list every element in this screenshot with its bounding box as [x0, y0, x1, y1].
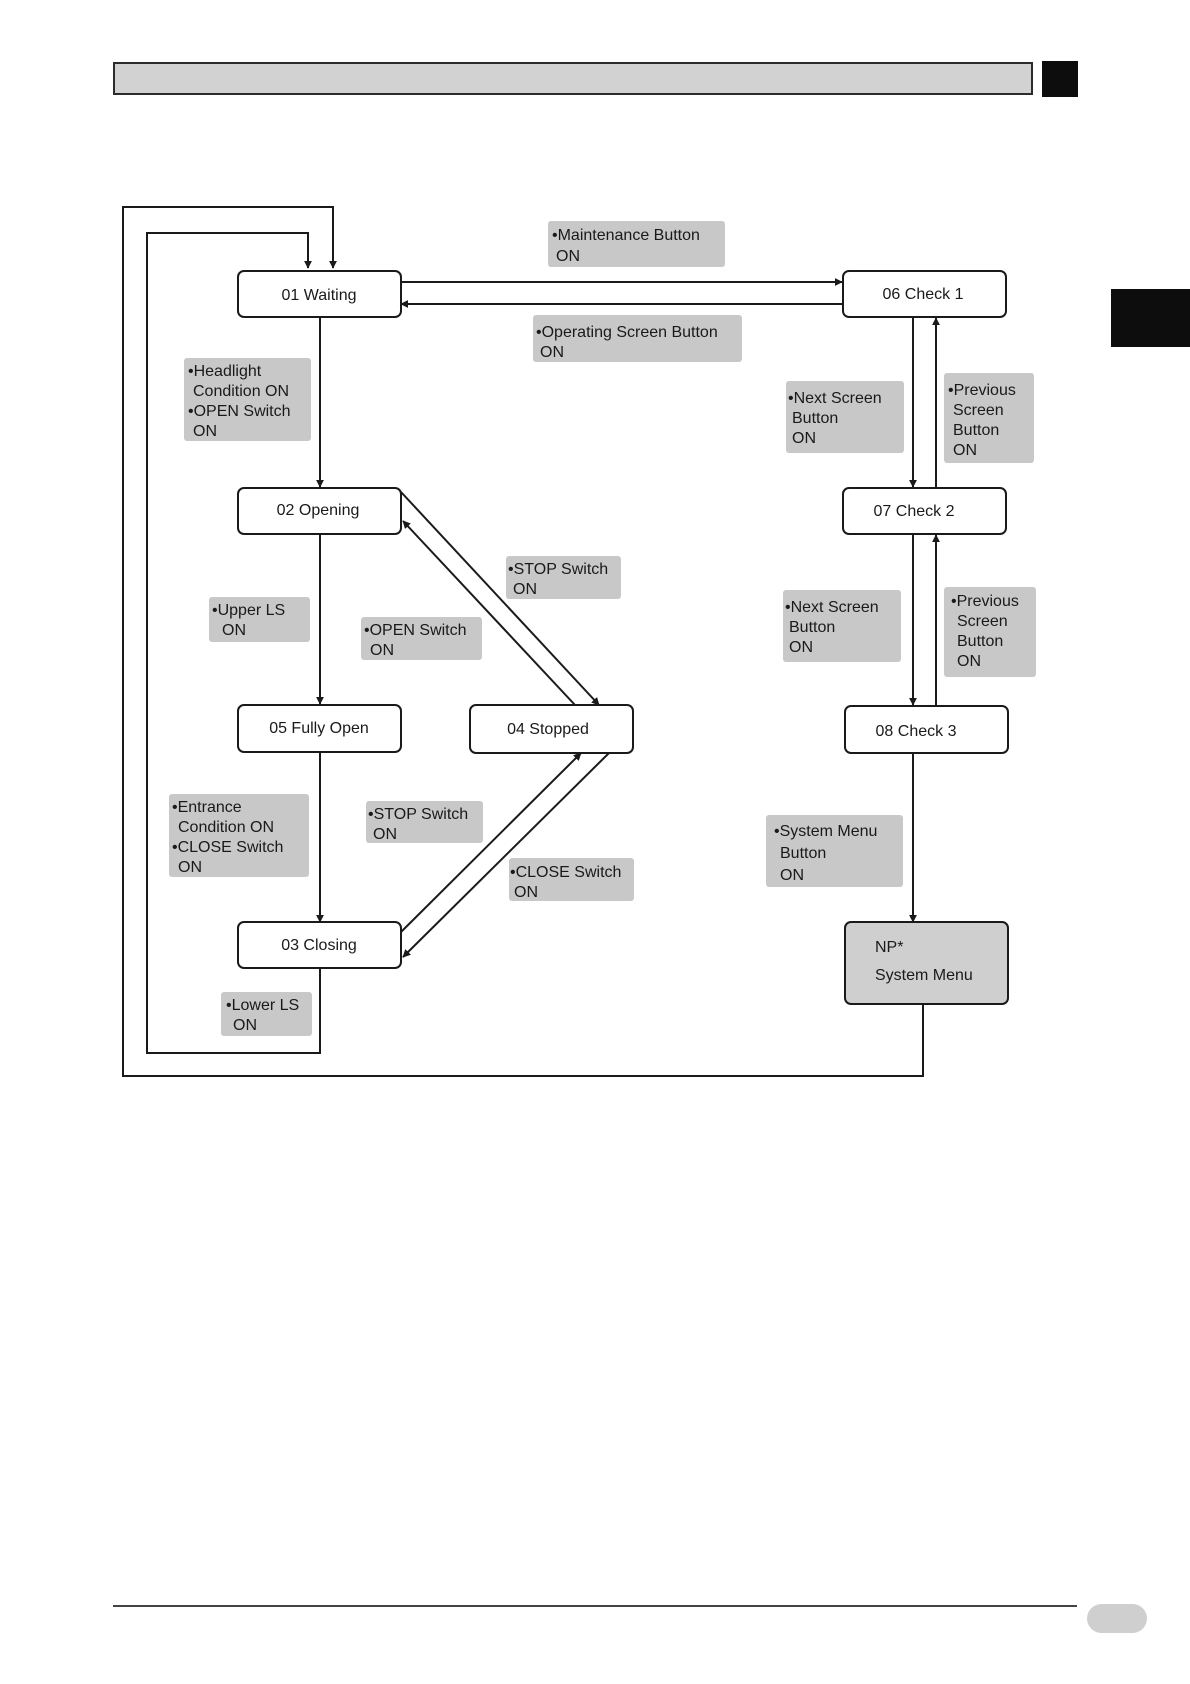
svg-text:01 Waiting: 01 Waiting	[282, 287, 357, 304]
svg-text:06 Check 1: 06 Check 1	[883, 286, 964, 303]
condition-lower-ls: •Lower LS ON	[221, 992, 312, 1036]
arrow-opening-to-stopped	[400, 491, 600, 706]
svg-text:07 Check 2: 07 Check 2	[874, 503, 955, 520]
chapter-side-tab	[1111, 289, 1190, 347]
condition-system-menu-button: •System Menu Button ON	[766, 815, 903, 887]
svg-text:•Upper LS: •Upper LS	[212, 602, 285, 619]
svg-text:•OPEN Switch: •OPEN Switch	[188, 403, 291, 420]
svg-text:•CLOSE Switch: •CLOSE Switch	[510, 864, 621, 881]
arrow-closing-to-waiting	[146, 232, 321, 1054]
svg-text:ON: ON	[514, 884, 538, 901]
svg-text:ON: ON	[540, 344, 564, 361]
svg-text:08 Check 3: 08 Check 3	[876, 723, 957, 740]
svg-text:•System Menu: •System Menu	[774, 823, 877, 840]
svg-text:Button: Button	[953, 422, 999, 439]
condition-previous-screen-1: •Previous Screen Button ON	[944, 373, 1034, 463]
header-bar	[113, 62, 1033, 95]
state-check3: 08 Check 3	[844, 705, 1009, 754]
svg-text:04 Stopped: 04 Stopped	[507, 721, 589, 738]
arrow-systemmenu-to-waiting	[122, 206, 924, 1077]
svg-text:•Previous: •Previous	[951, 593, 1019, 610]
svg-text:NP*: NP*	[875, 939, 903, 956]
condition-operating-screen-button: •Operating Screen Button ON	[533, 315, 742, 362]
svg-text:ON: ON	[233, 1017, 257, 1034]
condition-entrance-close: •Entrance Condition ON •CLOSE Switch ON	[169, 794, 309, 877]
svg-text:Screen: Screen	[957, 613, 1008, 630]
svg-text:ON: ON	[789, 639, 813, 656]
page-number-pill	[1087, 1604, 1147, 1633]
svg-text:Button: Button	[792, 410, 838, 427]
condition-previous-screen-2: •Previous Screen Button ON	[944, 587, 1036, 677]
condition-stop-switch-lower: •STOP Switch ON	[366, 801, 483, 843]
transition-lines	[122, 206, 940, 1077]
condition-upper-ls: •Upper LS ON	[209, 597, 310, 642]
arrow-closing-to-stopped	[400, 752, 582, 933]
arrow-stopped-to-opening	[402, 520, 576, 706]
svg-text:ON: ON	[556, 248, 580, 265]
state-waiting: 01 Waiting	[237, 270, 402, 318]
svg-text:Screen: Screen	[953, 402, 1004, 419]
arrow-stopped-to-closing	[402, 752, 610, 958]
svg-text:ON: ON	[178, 859, 202, 876]
svg-text:ON: ON	[513, 581, 537, 598]
svg-text:05 Fully Open: 05 Fully Open	[269, 720, 369, 737]
svg-text:Button: Button	[957, 633, 1003, 650]
state-check1: 06 Check 1	[842, 270, 1007, 318]
svg-text:•Next Screen: •Next Screen	[785, 599, 879, 616]
svg-text:•Maintenance Button: •Maintenance Button	[552, 227, 700, 244]
state-fully-open: 05 Fully Open	[237, 704, 402, 753]
svg-text:•STOP Switch: •STOP Switch	[508, 561, 608, 578]
header-block	[1042, 61, 1078, 97]
svg-text:•Lower LS: •Lower LS	[226, 997, 299, 1014]
svg-text:ON: ON	[193, 423, 217, 440]
svg-text:•Entrance: •Entrance	[172, 799, 242, 816]
svg-text:02 Opening: 02 Opening	[277, 502, 360, 519]
condition-stop-switch-upper: •STOP Switch ON	[506, 556, 621, 599]
svg-text:•Previous: •Previous	[948, 382, 1016, 399]
condition-next-screen-2: •Next Screen Button ON	[783, 590, 901, 662]
svg-text:•Next Screen: •Next Screen	[788, 390, 882, 407]
svg-text:•CLOSE Switch: •CLOSE Switch	[172, 839, 283, 856]
svg-text:•Headlight: •Headlight	[188, 363, 262, 380]
svg-text:ON: ON	[373, 826, 397, 843]
condition-next-screen-1: •Next Screen Button ON	[786, 381, 904, 453]
state-stopped: 04 Stopped	[469, 704, 634, 754]
svg-text:ON: ON	[953, 442, 977, 459]
svg-text:•Operating Screen Button: •Operating Screen Button	[536, 324, 718, 341]
svg-text:System Menu: System Menu	[875, 967, 973, 984]
svg-text:Button: Button	[780, 845, 826, 862]
svg-text:Condition ON: Condition ON	[178, 819, 274, 836]
svg-text:03 Closing: 03 Closing	[281, 937, 357, 954]
svg-text:Condition ON: Condition ON	[193, 383, 289, 400]
svg-text:•OPEN Switch: •OPEN Switch	[364, 622, 467, 639]
condition-close-switch: •CLOSE Switch ON	[509, 858, 634, 901]
state-closing: 03 Closing	[237, 921, 402, 969]
svg-text:ON: ON	[370, 642, 394, 659]
footer-rule	[113, 1605, 1077, 1607]
svg-text:ON: ON	[957, 653, 981, 670]
svg-text:ON: ON	[222, 622, 246, 639]
state-opening: 02 Opening	[237, 487, 402, 535]
condition-headlight-open: •Headlight Condition ON •OPEN Switch ON	[184, 358, 311, 441]
svg-text:•STOP Switch: •STOP Switch	[368, 806, 468, 823]
condition-maintenance-button: •Maintenance Button ON	[548, 221, 725, 267]
state-system-menu: NP* System Menu	[844, 921, 1009, 1005]
svg-text:ON: ON	[792, 430, 816, 447]
condition-open-switch: •OPEN Switch ON	[361, 617, 482, 660]
svg-text:ON: ON	[780, 867, 804, 884]
svg-text:Button: Button	[789, 619, 835, 636]
state-check2: 07 Check 2	[842, 487, 1007, 535]
